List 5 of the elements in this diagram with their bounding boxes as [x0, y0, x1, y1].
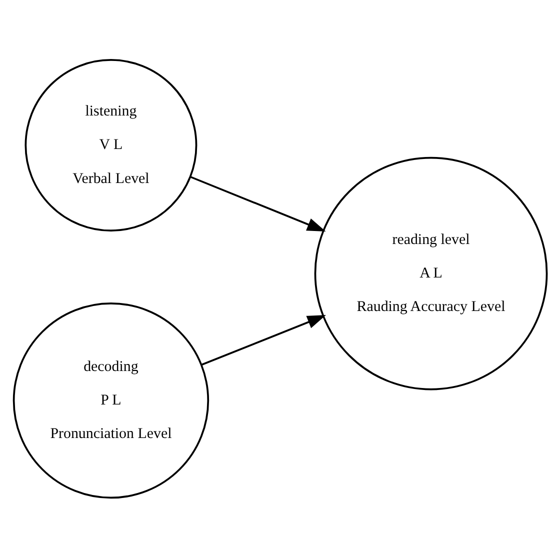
arrow	[190, 176, 326, 232]
node-circle: decoding P L Pronunciation Level	[12, 302, 210, 499]
arrow	[202, 315, 326, 366]
node-circle: listening V L Verbal Level	[24, 59, 198, 232]
node-circle: reading level A L Rauding Accuracy Level	[314, 156, 548, 390]
